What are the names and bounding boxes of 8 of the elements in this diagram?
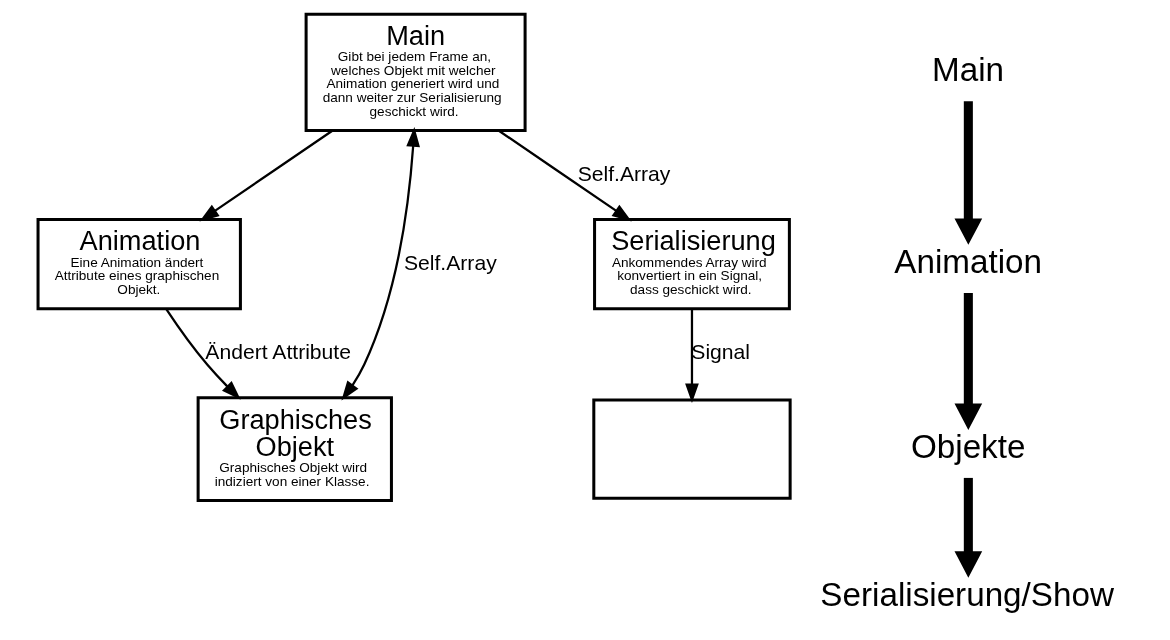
edge-label: Ändert Attribute (204, 339, 351, 363)
node-text: Main (931, 50, 1004, 88)
node-text: Serialisierung/Show (819, 575, 1114, 613)
edge-label: Self.Array (403, 250, 497, 274)
edge-label: Signal (690, 339, 750, 363)
node-text: Objekte (910, 427, 1025, 465)
edge-label: Self.Array (577, 161, 670, 185)
node-text: Animation (893, 242, 1042, 280)
